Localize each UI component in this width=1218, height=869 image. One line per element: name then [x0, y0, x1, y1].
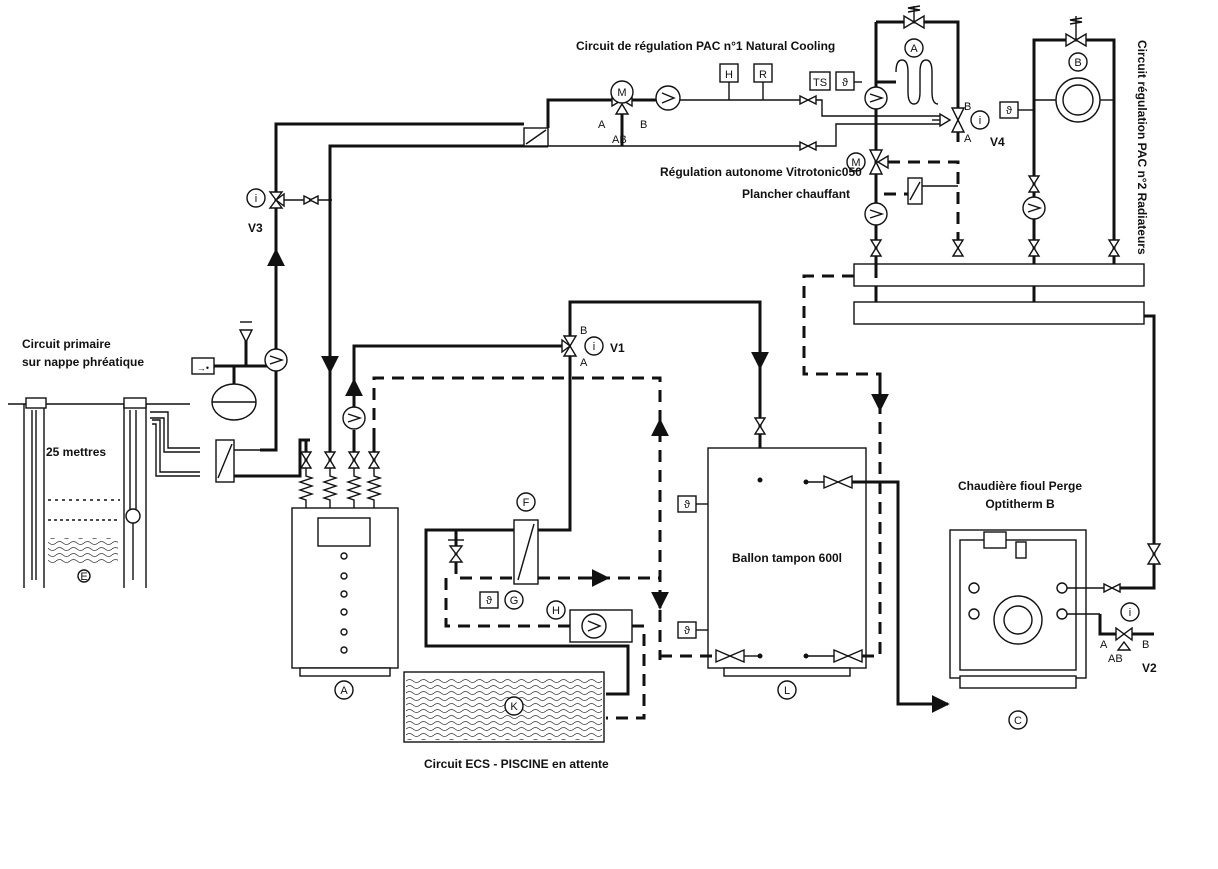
ecs-circuit-label: Circuit ECS - PISCINE en attente — [424, 757, 609, 771]
svg-text:→•: →• — [197, 363, 209, 373]
underfloor-motor-symbol: M — [851, 157, 860, 169]
tank-sensor-top: ϑ — [684, 499, 690, 511]
boiler-label-2: Optitherm B — [985, 497, 1055, 511]
v1-circuit: i B A V1 — [342, 300, 769, 532]
component-b-radiators: B — [1074, 57, 1081, 69]
humidity-sensor: H — [725, 69, 733, 81]
buffer-tank-label: Ballon tampon 600l — [732, 551, 842, 565]
v3-label: V3 — [248, 221, 263, 235]
vitrotronic-label-1: Régulation autonome Vitrotonic050 — [660, 165, 862, 179]
component-g-sensor: G — [510, 595, 519, 607]
v1-port-a: A — [580, 357, 588, 369]
v2-port-b: B — [1142, 639, 1149, 651]
room-sensor: R — [759, 69, 767, 81]
heat-pump-ww216: A — [291, 440, 399, 700]
v2-port-ab: AB — [1108, 653, 1123, 665]
tank-sensor-bottom: ϑ — [684, 625, 690, 637]
v4-label: V4 — [990, 135, 1005, 149]
oil-boiler: Chaudière fioul Perge Optitherm B C i A … — [949, 314, 1162, 730]
return-pipe — [328, 144, 548, 450]
component-h-pump: H — [552, 605, 560, 617]
boiler-label-1: Chaudière fioul Perge — [958, 479, 1082, 493]
v4-port-a: A — [964, 133, 972, 145]
primary-circuit-label-1: Circuit primaire — [22, 337, 111, 351]
primary-pump-group: →• — [191, 210, 288, 452]
primary-circuit-label-2: sur nappe phréatique — [22, 355, 144, 369]
v2-symbol: i — [1129, 607, 1131, 619]
component-a-underfloor: A — [910, 43, 918, 55]
valve-v3: i V3 — [246, 122, 524, 235]
g-sensor-symbol: ϑ — [486, 595, 492, 607]
pac1-port-a: A — [598, 119, 606, 131]
ecs-circuit: F ϑ G H K Circuit ECS - PISCINE en atten… — [372, 376, 669, 771]
a-sensor-symbol: ϑ — [842, 77, 848, 89]
buffer-tank: Ballon tampon 600l ϑ ϑ L — [660, 374, 950, 713]
v2-label: V2 — [1142, 661, 1157, 675]
component-a-heat-pump: A — [340, 685, 348, 697]
pac1-motor-symbol: M — [617, 87, 626, 99]
primary-heat-exchanger — [215, 438, 310, 483]
v2-port-a: A — [1100, 639, 1108, 651]
v4-symbol: i — [979, 115, 981, 127]
v3-symbol: i — [255, 193, 257, 205]
radiator-circuit: B ϑ Circuit régulation PAC n°2 Radiateur… — [999, 16, 1149, 302]
v4-port-b: B — [964, 101, 971, 113]
collectors — [802, 263, 1145, 412]
component-c-boiler: C — [1014, 715, 1022, 727]
pac2-circuit-label: Circuit régulation PAC n°2 Radiateurs — [1135, 40, 1149, 255]
depth-label: 25 mettres — [46, 445, 106, 459]
v1-port-b: B — [580, 325, 587, 337]
well-symbol: E — [80, 571, 87, 583]
v1-label: V1 — [610, 341, 625, 355]
pac1-port-ab: AB — [612, 134, 627, 146]
v1-symbol: i — [593, 341, 595, 353]
component-f-exchanger: F — [523, 497, 530, 509]
pac1-circuit-label: Circuit de régulation PAC n°1 Natural Co… — [576, 39, 835, 53]
vitrotronic-label-2: Plancher chauffant — [742, 187, 850, 201]
b-sensor-symbol: ϑ — [1006, 105, 1012, 117]
underfloor-circuit: TS ϑ A i B A V4 M — [660, 5, 1005, 302]
pac1-circuit: Circuit de régulation PAC n°1 Natural Co… — [523, 39, 940, 152]
well-primary-circuit: E 25 mettres Circuit primaire sur nappe … — [8, 337, 200, 588]
component-l-tank: L — [784, 685, 790, 697]
component-k-pool: K — [510, 701, 518, 713]
pac1-port-b: B — [640, 119, 647, 131]
ts-sensor: TS — [813, 77, 827, 89]
